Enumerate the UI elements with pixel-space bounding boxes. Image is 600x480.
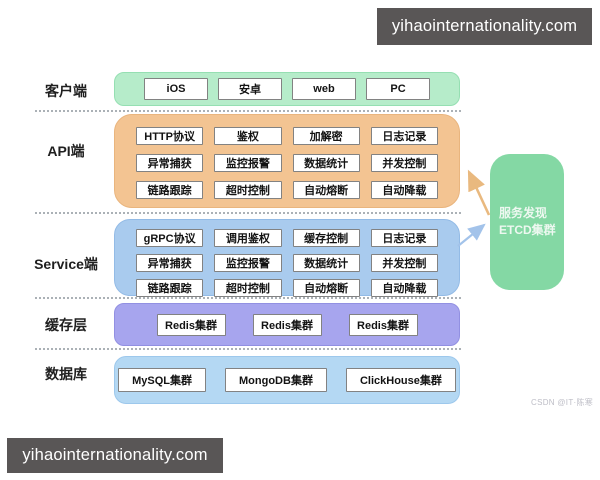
service-node: 自动降载	[370, 279, 438, 297]
cache-node: Redis集群	[252, 313, 322, 336]
service-node: 调用鉴权	[214, 229, 282, 247]
api-node: 加解密	[292, 127, 360, 145]
api-node: HTTP协议	[136, 127, 204, 145]
credit-text: CSDN @IT·陈寒	[531, 398, 594, 407]
service-node: 缓存控制	[292, 229, 360, 247]
separator-line	[35, 348, 461, 350]
service-node: 超时控制	[214, 279, 282, 297]
client-node: web	[292, 78, 356, 100]
service-layer: gRPC协议 调用鉴权 缓存控制 日志记录 异常捕获 监控报警 数据统计 并发控…	[114, 219, 460, 297]
api-node: 异常捕获	[136, 154, 204, 172]
layer-label-db: 数据库	[45, 366, 87, 382]
client-node: 安卓	[218, 78, 282, 100]
service-node: 自动熔断	[292, 279, 360, 297]
database-node: MongoDB集群	[225, 368, 327, 392]
service-discovery-box: 服务发现 ETCD集群	[490, 154, 564, 290]
arrow-discovery-to-api	[467, 169, 491, 216]
client-node: iOS	[144, 78, 208, 100]
client-node: PC	[366, 78, 430, 100]
layer-label-client: 客户端	[45, 83, 87, 99]
separator-line	[35, 297, 461, 299]
api-node: 链路跟踪	[136, 181, 204, 199]
cache-node: Redis集群	[156, 313, 226, 336]
cache-layer: Redis集群 Redis集群 Redis集群	[114, 303, 460, 346]
service-discovery-line2: ETCD集群	[499, 223, 556, 237]
database-node: MySQL集群	[118, 368, 207, 392]
service-node: 链路跟踪	[136, 279, 204, 297]
api-node: 自动熔断	[292, 181, 360, 199]
separator-line	[35, 110, 461, 112]
layer-label-service: Service端	[34, 256, 98, 272]
cache-node: Redis集群	[348, 313, 418, 336]
separator-line	[35, 212, 461, 214]
watermark-bottom: yihaointernationality.com	[7, 438, 223, 473]
api-node: 并发控制	[370, 154, 438, 172]
database-layer: MySQL集群 MongoDB集群 ClickHouse集群	[114, 356, 460, 404]
client-layer: iOS 安卓 web PC	[114, 72, 460, 106]
api-node: 监控报警	[214, 154, 282, 172]
service-node: 并发控制	[370, 254, 438, 272]
api-node: 自动降载	[370, 181, 438, 199]
database-node: ClickHouse集群	[345, 368, 456, 392]
service-node: 数据统计	[292, 254, 360, 272]
api-node: 鉴权	[214, 127, 282, 145]
api-layer: HTTP协议 鉴权 加解密 日志记录 异常捕获 监控报警 数据统计 并发控制 链…	[114, 114, 460, 208]
watermark-top: yihaointernationality.com	[377, 8, 592, 45]
api-node: 日志记录	[370, 127, 438, 145]
discovery-arrows	[457, 169, 491, 247]
api-node: 超时控制	[214, 181, 282, 199]
layer-label-cache: 缓存层	[45, 317, 87, 333]
service-node: 日志记录	[370, 229, 438, 247]
service-node: 监控报警	[214, 254, 282, 272]
api-node: 数据统计	[292, 154, 360, 172]
service-discovery-line1: 服务发现	[499, 206, 548, 220]
service-node: 异常捕获	[136, 254, 204, 272]
service-node: gRPC协议	[136, 229, 204, 247]
arrow-service-to-discovery	[457, 223, 486, 247]
layer-label-api: API端	[47, 143, 85, 159]
